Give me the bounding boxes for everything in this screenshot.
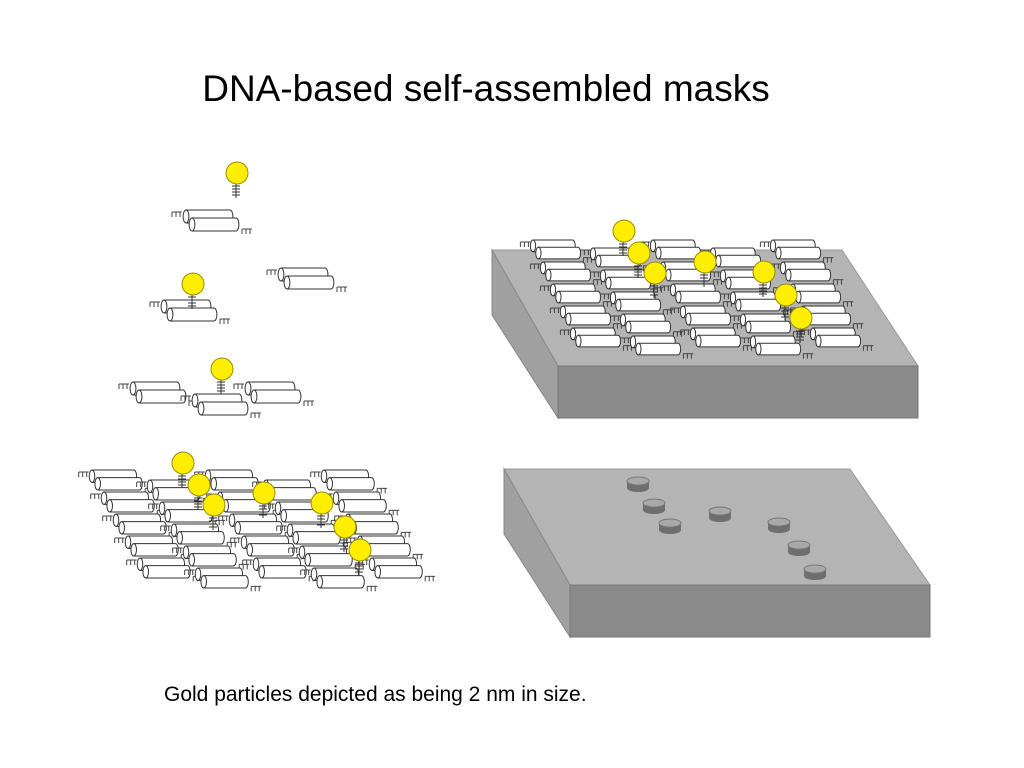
dna-tile — [184, 567, 262, 592]
metal-dot — [767, 517, 791, 533]
dna-tile — [149, 299, 230, 324]
dna-tile — [126, 557, 204, 582]
dna-tile — [322, 491, 400, 516]
gold-particle — [210, 357, 234, 394]
dna-tile — [779, 283, 854, 307]
dna-tile — [699, 247, 774, 271]
dna-tile — [539, 283, 614, 307]
dna-tile — [799, 327, 874, 351]
metal-dot — [708, 506, 732, 522]
gold-particle — [612, 219, 636, 256]
dna-tile — [549, 305, 624, 329]
dna-tile — [729, 313, 804, 337]
dna-tile — [659, 283, 734, 307]
dna-tile — [310, 469, 388, 494]
dna-tile — [589, 269, 664, 293]
dna-tile — [300, 567, 378, 592]
gold-particle — [627, 241, 651, 278]
dna-tile — [230, 535, 308, 560]
dna-tile — [358, 557, 436, 582]
dna-tile — [759, 239, 834, 263]
caption: Gold particles depicted as being 2 nm in… — [164, 683, 587, 706]
dna-tile — [679, 327, 754, 351]
dna-tile — [264, 501, 342, 526]
dna-tile — [180, 393, 261, 418]
metal-dots — [626, 476, 827, 580]
gold-particle — [348, 538, 372, 575]
dna-tile — [769, 261, 844, 285]
gold-particle — [774, 283, 798, 320]
metal-dot — [803, 564, 827, 580]
gold-particle — [181, 272, 205, 309]
gold-particle — [693, 250, 717, 287]
dna-tile — [559, 327, 634, 351]
gold-particle — [310, 491, 334, 528]
gold-particle — [333, 515, 357, 552]
gold-particle — [171, 451, 195, 488]
dna-tile — [609, 313, 684, 337]
dna-tile — [288, 545, 366, 570]
dna-tile — [78, 469, 156, 494]
gold-particle — [202, 493, 226, 530]
metal-dot — [787, 540, 811, 556]
metal-dot — [642, 498, 666, 514]
gold-particle — [252, 481, 276, 518]
dna-tile — [118, 381, 199, 406]
substrate-with-dots — [503, 467, 931, 639]
dna-tile — [102, 513, 180, 538]
dna-tile — [233, 381, 314, 406]
dna-tile — [346, 535, 424, 560]
dna-tile — [90, 491, 168, 516]
dna-tile — [242, 557, 320, 582]
gold-particle — [752, 260, 776, 297]
dna-tile — [171, 209, 252, 234]
gold-particle — [225, 161, 249, 198]
dna-tile — [172, 545, 250, 570]
gold-particle — [789, 306, 813, 343]
slide-title: DNA-based self-assembled masks — [202, 68, 770, 109]
dna-tile — [529, 261, 604, 285]
gold-particle — [187, 473, 211, 510]
gold-particles — [171, 161, 813, 575]
dna-tile — [619, 335, 694, 359]
dna-tile — [739, 335, 814, 359]
metal-dot — [626, 476, 650, 492]
gold-particle — [643, 261, 667, 298]
dna-tile — [218, 513, 296, 538]
dna-tile — [599, 291, 674, 315]
metal-dot — [658, 518, 682, 534]
dna-tile — [266, 267, 347, 292]
